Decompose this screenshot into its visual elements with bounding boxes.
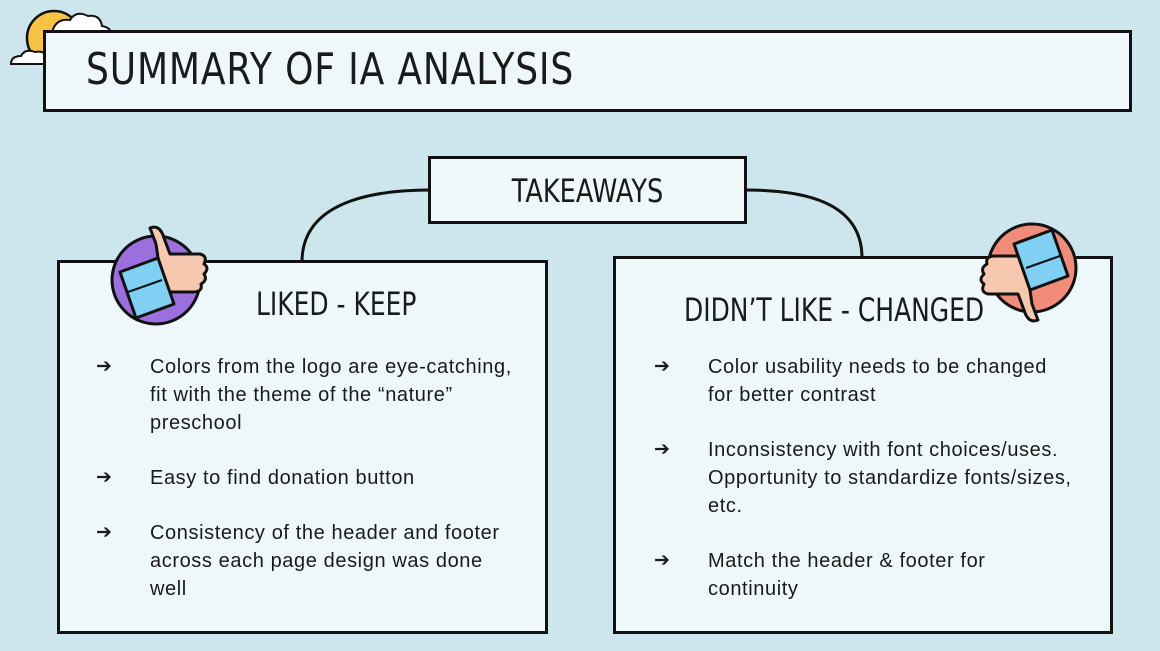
arrow-right-icon: ➔ [96,467,113,488]
list-item: ➔ Color usability needs to be changed for… [654,353,1074,409]
disliked-bullet-list: ➔ Color usability needs to be changed for… [654,353,1074,630]
bullet-text: Color usability needs to be changed for … [708,356,1047,406]
bullet-text: Easy to find donation button [150,467,415,489]
arrow-right-icon: ➔ [96,522,113,543]
bullet-text: Colors from the logo are eye-catching, f… [150,356,512,434]
arrow-right-icon: ➔ [654,439,671,460]
disliked-panel: DIDN’T LIKE - CHANGED ➔ Color usability n… [613,256,1113,634]
liked-heading: LIKED - KEEP [256,285,417,323]
arrow-right-icon: ➔ [654,356,671,377]
list-item: ➔ Colors from the logo are eye-catching, … [96,353,516,437]
bullet-text: Consistency of the header and footer acr… [150,522,500,600]
liked-panel: LIKED - KEEP ➔ Colors from the logo are e… [57,260,548,634]
arrow-right-icon: ➔ [96,356,113,377]
bullet-text: Inconsistency with font choices/uses. Op… [708,439,1072,517]
list-item: ➔ Match the header & footer for continuit… [654,547,1074,603]
list-item: ➔ Consistency of the header and footer ac… [96,519,516,603]
thumbs-down-icon [979,222,1078,323]
list-item: ➔ Inconsistency with font choices/uses. O… [654,436,1074,520]
thumbs-up-icon [110,225,209,326]
title-box: SUMMARY OF IA ANALYSIS [43,30,1132,112]
takeaways-box: TAKEAWAYS [428,156,747,224]
liked-bullet-list: ➔ Colors from the logo are eye-catching, … [96,353,516,630]
list-item: ➔ Easy to find donation button [96,464,516,492]
takeaways-label: TAKEAWAYS [511,172,664,210]
bullet-text: Match the header & footer for continuity [708,550,986,600]
arrow-right-icon: ➔ [654,550,671,571]
disliked-heading: DIDN’T LIKE - CHANGED [684,291,985,329]
slide-title: SUMMARY OF IA ANALYSIS [86,44,575,95]
